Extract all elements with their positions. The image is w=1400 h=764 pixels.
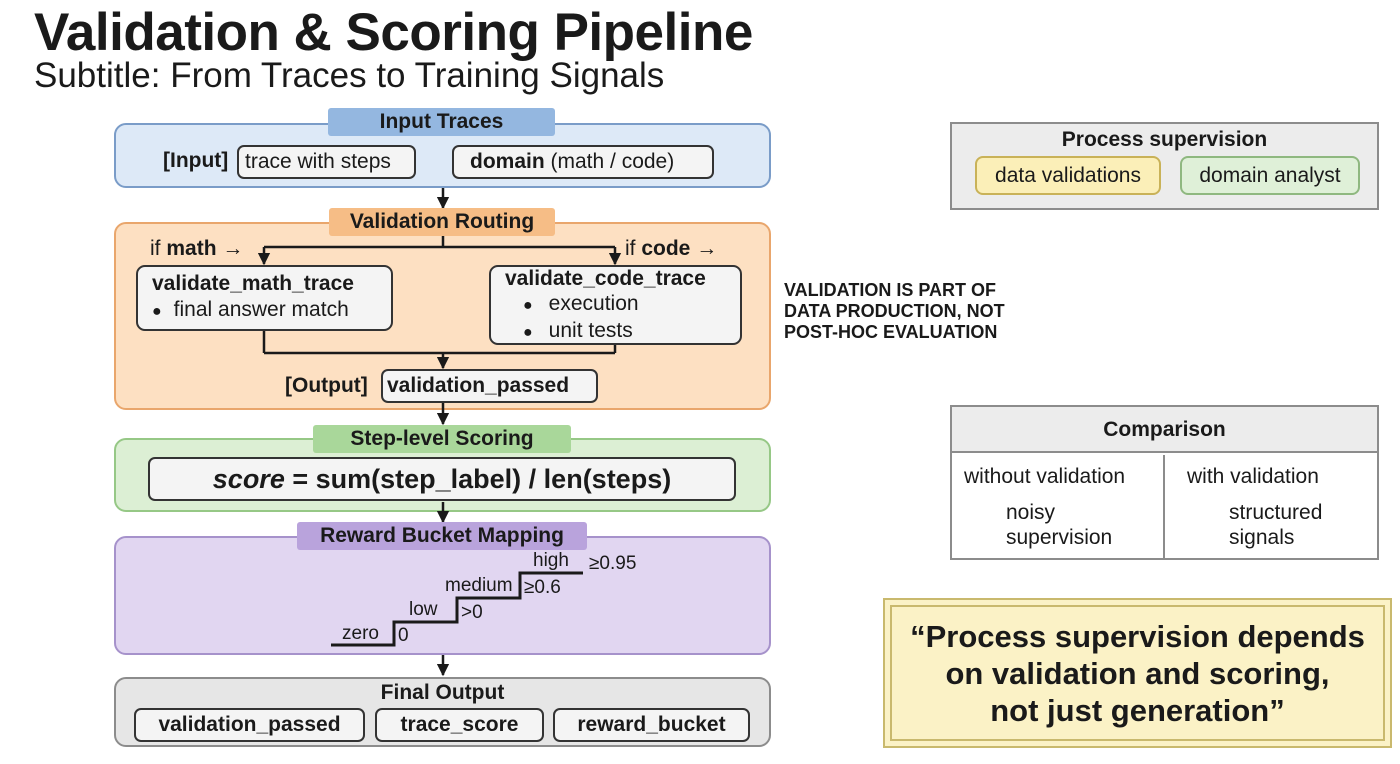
trace-pill-label: trace with steps (245, 150, 391, 173)
bucket-zero-name: zero (342, 623, 379, 644)
quote-line: on validation and scoring, (945, 655, 1330, 691)
comparison-right-result: structured signals (1229, 500, 1322, 550)
bullet-icon: ● (523, 296, 533, 314)
bullet-icon: ● (152, 303, 162, 320)
input-header: Input Traces (328, 108, 555, 136)
final-pill-trace-score: trace_score (375, 708, 544, 742)
validation-note: VALIDATION IS PART OF DATA PRODUCTION, N… (784, 280, 1005, 343)
result-line: supervision (1006, 526, 1113, 549)
trace-pill: trace with steps (237, 145, 416, 179)
math-validator-item: ● final answer match (152, 297, 349, 325)
process-supervision-title: Process supervision (1061, 128, 1268, 151)
input-tag: [Input] (163, 149, 229, 172)
code-validator-box: validate_code_trace ● execution ● unit tes… (489, 265, 742, 345)
scoring-header: Step-level Scoring (313, 425, 571, 453)
result-line: noisy (1006, 501, 1056, 524)
tag-label: data validations (995, 163, 1141, 187)
if-math-label: if math → (150, 237, 243, 261)
quote-text: “Process supervision depends on validati… (910, 618, 1365, 729)
final-header: Final Output (380, 681, 505, 704)
comparison-divider (1163, 455, 1165, 558)
comparison-left-result: noisy supervision (1006, 500, 1112, 550)
bucket-medium-name: medium (445, 575, 513, 596)
bucket-high-name: high (533, 550, 569, 571)
code-validator-title: validate_code_trace (505, 266, 706, 290)
validation-passed-label: validation_passed (387, 374, 570, 397)
quote-line: not just generation” (990, 692, 1285, 728)
if-code-label: if code → (625, 237, 717, 261)
comparison-right-label: with validation (1187, 465, 1319, 488)
final-pill-label: trace_score (400, 713, 519, 736)
code-item-text: unit tests (548, 318, 633, 342)
if-math-bold: math (166, 237, 217, 260)
math-item-text: final answer match (173, 298, 349, 321)
page-title: Validation & Scoring Pipeline (34, 3, 753, 62)
comparison-header-row (952, 407, 1377, 453)
final-pill-validation-passed: validation_passed (134, 708, 365, 742)
quote-line: “Process supervision depends (910, 618, 1365, 654)
note-line: DATA PRODUCTION, NOT (784, 301, 1005, 321)
domain-bold: domain (470, 150, 545, 173)
quote-box (883, 598, 1392, 748)
if-math-prefix: if (150, 237, 161, 260)
formula-expression: = sum(step_label) / len(steps) (284, 463, 672, 494)
routing-header: Validation Routing (329, 208, 555, 236)
score-formula-box: score = sum(step_label) / len(steps) (148, 457, 736, 501)
reward-header: Reward Bucket Mapping (297, 522, 587, 550)
comparison-title: Comparison (1103, 418, 1226, 441)
note-line: VALIDATION IS PART OF (784, 280, 996, 300)
domain-pill: domain (math / code) (452, 145, 714, 179)
math-validator-title: validate_math_trace (152, 272, 354, 295)
code-validator-item-2: ● unit tests (505, 318, 633, 345)
note-line: POST-HOC EVALUATION (784, 322, 998, 342)
bucket-medium-threshold: ≥0.6 (524, 577, 561, 598)
code-item-text: execution (548, 291, 639, 315)
final-pill-label: reward_bucket (577, 713, 726, 736)
if-code-bold: code (641, 237, 691, 260)
page-subtitle: Subtitle: From Traces to Training Signal… (34, 56, 665, 95)
comparison-left-label: without validation (964, 465, 1126, 488)
if-code-arrow: → (696, 237, 718, 260)
bucket-low-threshold: >0 (461, 602, 483, 623)
bucket-low-name: low (409, 599, 438, 620)
final-pill-label: validation_passed (158, 713, 341, 736)
if-code-prefix: if (625, 237, 636, 260)
code-validator-item-1: ● execution (505, 291, 639, 318)
domain-rest: (math / code) (550, 150, 675, 173)
bucket-high-threshold: ≥0.95 (589, 553, 637, 574)
math-validator-box: validate_math_trace ● final answer match (136, 265, 393, 331)
tag-data-validations: data validations (975, 156, 1161, 195)
reward-panel (114, 536, 771, 655)
quote-inner-frame: “Process supervision depends on validati… (890, 605, 1385, 741)
tag-label: domain analyst (1199, 163, 1341, 187)
bucket-zero-threshold: 0 (398, 625, 409, 646)
final-pill-reward-bucket: reward_bucket (553, 708, 750, 742)
if-math-arrow: → (222, 237, 244, 260)
formula-score-var: score (212, 463, 285, 494)
bullet-icon: ● (523, 323, 533, 341)
result-line: structured (1229, 501, 1323, 524)
validation-passed-pill: validation_passed (381, 369, 598, 403)
output-tag: [Output] (285, 374, 368, 397)
tag-domain-analyst: domain analyst (1180, 156, 1360, 195)
result-line: signals (1229, 526, 1295, 549)
